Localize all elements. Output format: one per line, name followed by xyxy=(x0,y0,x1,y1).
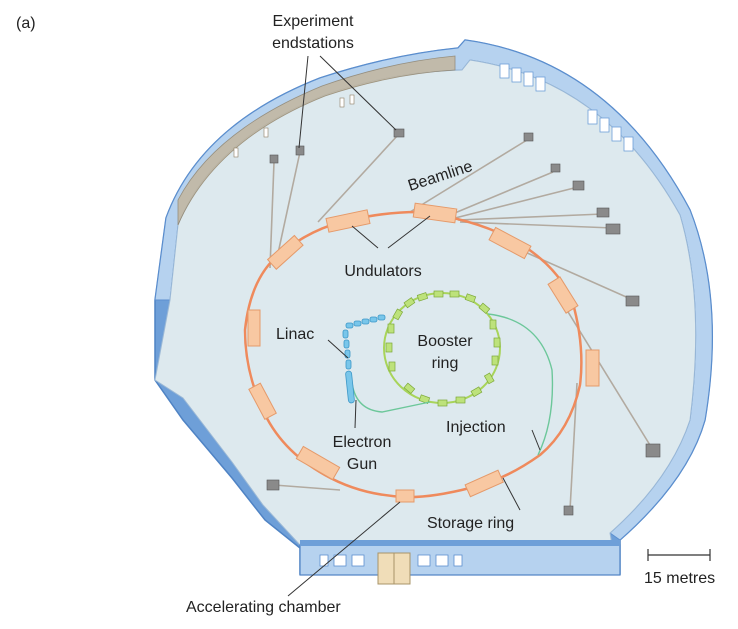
endstation-4 xyxy=(523,132,534,142)
undulator-8 xyxy=(248,382,277,420)
undulator-5 xyxy=(585,349,600,387)
endstation-5 xyxy=(550,163,561,173)
window-strip-right xyxy=(499,63,634,152)
pointer-lines xyxy=(287,55,541,597)
undulator-11 xyxy=(395,489,415,503)
label-undulators: Undulators xyxy=(344,263,421,280)
undulator-1 xyxy=(325,209,371,233)
beamline-6 xyxy=(454,186,579,219)
endstation-6 xyxy=(572,180,585,191)
endstation-2 xyxy=(295,145,305,156)
label-linac: Linac xyxy=(276,326,314,343)
beamline-1 xyxy=(269,161,275,269)
left-wall-band xyxy=(177,55,456,226)
label-booster-line1: Booster xyxy=(417,333,473,350)
panel-label: (a) xyxy=(16,15,36,32)
undulator-3 xyxy=(488,226,532,260)
injection-line xyxy=(487,313,554,456)
endstation-7 xyxy=(596,207,610,218)
endstation-8 xyxy=(605,223,621,235)
label-experiment-endstations-line1: Experiment xyxy=(273,13,354,30)
undulators xyxy=(247,202,600,503)
endstations xyxy=(266,128,661,516)
label-electron-gun-line2: Gun xyxy=(347,456,377,473)
label-injection: Injection xyxy=(446,419,506,436)
endstation-11 xyxy=(563,505,574,516)
entrance-block xyxy=(299,540,621,585)
beamline-2 xyxy=(276,151,301,259)
label-booster-line2: ring xyxy=(432,355,459,372)
label-accelerating-chamber: Accelerating chamber xyxy=(186,599,341,616)
beamline-7 xyxy=(457,213,604,221)
endstation-1 xyxy=(269,154,279,164)
undulator-6 xyxy=(266,234,304,270)
window-strip-left xyxy=(233,94,355,158)
beamline-4 xyxy=(409,139,528,213)
beamline-12 xyxy=(273,484,341,491)
undulator-10 xyxy=(464,469,504,498)
booster-magnets xyxy=(385,290,501,407)
endstation-10 xyxy=(645,443,661,458)
scale-bar-label: 15 metres xyxy=(644,570,715,587)
endstation-9 xyxy=(625,295,640,307)
undulator-7 xyxy=(247,309,261,347)
label-storage-ring: Storage ring xyxy=(427,515,514,532)
undulator-9 xyxy=(295,445,341,481)
undulator-4 xyxy=(547,276,579,314)
undulator-2 xyxy=(412,202,458,224)
label-experiment-endstations-line2: endstations xyxy=(272,35,354,52)
beamline-8 xyxy=(459,221,614,229)
scale-bar xyxy=(647,549,711,561)
label-electron-gun-line1: Electron xyxy=(333,434,392,451)
linac xyxy=(342,314,386,404)
beamline-5 xyxy=(449,171,554,216)
endstation-3 xyxy=(393,128,405,138)
beamline-3 xyxy=(317,134,399,223)
endstation-12 xyxy=(266,479,280,491)
